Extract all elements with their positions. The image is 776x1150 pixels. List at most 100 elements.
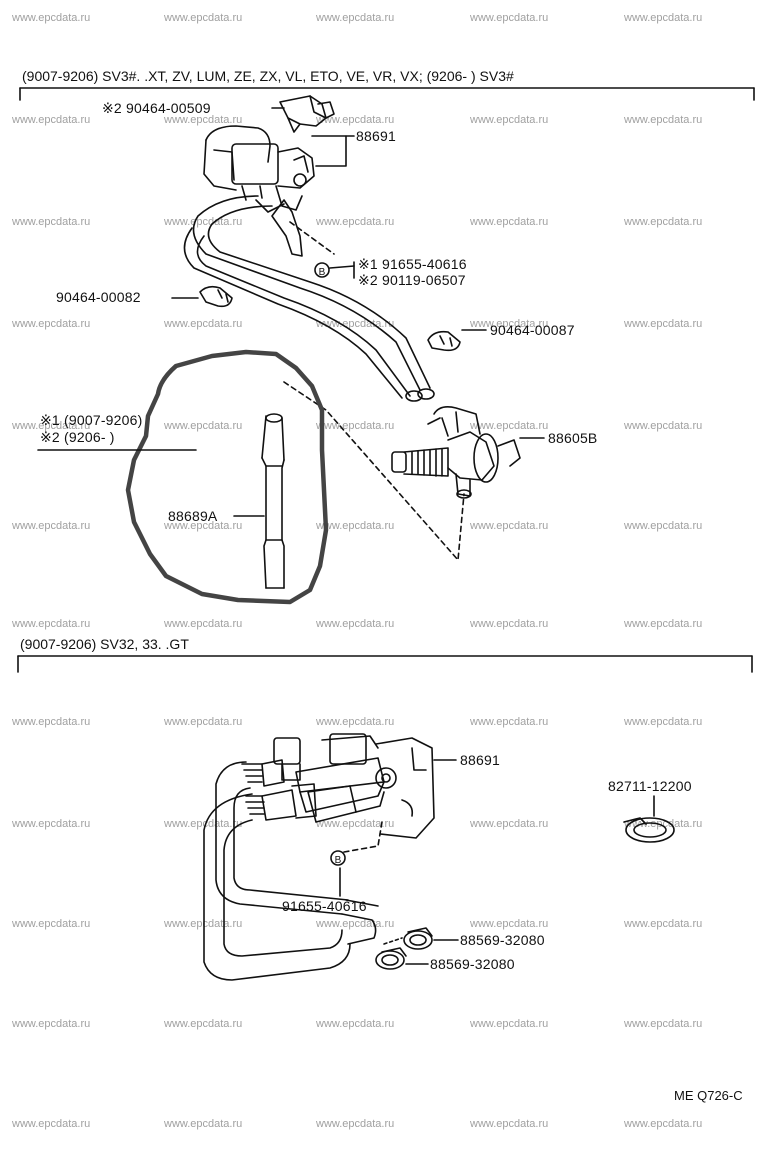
watermark: www.epcdata.ru bbox=[12, 1018, 91, 1030]
watermark: www.epcdata.ru bbox=[12, 520, 91, 532]
watermark: www.epcdata.ru bbox=[12, 12, 91, 24]
watermark: www.epcdata.ru bbox=[12, 1118, 91, 1130]
watermark: www.epcdata.ru bbox=[470, 618, 549, 630]
clip-right-icon bbox=[427, 330, 461, 352]
watermark: www.epcdata.ru bbox=[12, 818, 91, 830]
leader-bolt-lower-dashed bbox=[343, 821, 383, 853]
label-clamp-b: 88569-32080 bbox=[430, 956, 515, 972]
watermark: www.epcdata.ru bbox=[316, 12, 395, 24]
watermark: www.epcdata.ru bbox=[164, 618, 243, 630]
watermark: www.epcdata.ru bbox=[316, 618, 395, 630]
watermark: www.epcdata.ru bbox=[624, 318, 703, 330]
watermark: www.epcdata.ru bbox=[164, 1018, 243, 1030]
label-hose: 88689A bbox=[168, 508, 218, 524]
clip-upper-icon bbox=[279, 95, 335, 133]
watermark: www.epcdata.ru bbox=[316, 1018, 395, 1030]
label-bolt-lower: 91655-40616 bbox=[282, 898, 367, 914]
label-vsv-upper: 88691 bbox=[356, 128, 396, 144]
watermark: www.epcdata.ru bbox=[316, 818, 395, 830]
watermark: www.epcdata.ru bbox=[470, 1018, 549, 1030]
bolt-marker-upper: B bbox=[319, 267, 326, 278]
clamp-upper-icon bbox=[403, 927, 433, 950]
diagram-code: ME Q726-C bbox=[674, 1088, 743, 1103]
hose-88689a-icon bbox=[261, 413, 285, 589]
label-band: 82711-12200 bbox=[608, 778, 692, 794]
legend-note-2: ※2 (9206- ) bbox=[40, 429, 115, 445]
watermark: www.epcdata.ru bbox=[470, 216, 549, 228]
watermark: www.epcdata.ru bbox=[624, 618, 703, 630]
watermark: www.epcdata.ru bbox=[164, 520, 243, 532]
watermark: www.epcdata.ru bbox=[470, 716, 549, 728]
watermark: www.epcdata.ru bbox=[164, 716, 243, 728]
watermark: www.epcdata.ru bbox=[624, 520, 703, 532]
watermark: www.epcdata.ru bbox=[12, 918, 91, 930]
bolt-marker-lower: B bbox=[335, 855, 342, 866]
label-bolt-b: ※2 90119-06507 bbox=[358, 272, 466, 288]
bolt-marker-lower-circle bbox=[330, 850, 346, 866]
hose-lower-icon bbox=[203, 761, 379, 981]
valve-88605b-icon bbox=[391, 406, 521, 499]
legend-note-1: ※1 (9007-9206) bbox=[40, 412, 143, 428]
watermark: www.epcdata.ru bbox=[12, 716, 91, 728]
watermark: www.epcdata.ru bbox=[12, 420, 91, 432]
watermark: www.epcdata.ru bbox=[624, 1118, 703, 1130]
leader-bolt-upper-dashed bbox=[289, 221, 335, 255]
watermark: www.epcdata.ru bbox=[12, 114, 91, 126]
bolt-marker-upper-circle bbox=[314, 262, 330, 278]
leader-detail-dashed bbox=[283, 381, 465, 561]
watermark: www.epcdata.ru bbox=[624, 114, 703, 126]
watermark: www.epcdata.ru bbox=[316, 520, 395, 532]
label-clip-upper: ※2 90464-00509 bbox=[102, 100, 211, 116]
watermark: www.epcdata.ru bbox=[12, 318, 91, 330]
bottom-section-header: (9007-9206) SV32, 33. .GT bbox=[20, 636, 189, 652]
watermark: www.epcdata.ru bbox=[470, 12, 549, 24]
label-clamp-a: 88569-32080 bbox=[460, 932, 545, 948]
watermark: www.epcdata.ru bbox=[164, 818, 243, 830]
watermark: www.epcdata.ru bbox=[624, 918, 703, 930]
watermark: www.epcdata.ru bbox=[164, 12, 243, 24]
clamp-lower-icon bbox=[375, 947, 407, 970]
top-section-header: (9007-9206) SV3#. .XT, ZV, LUM, ZE, ZX, … bbox=[22, 68, 514, 84]
clip-left-icon bbox=[199, 285, 233, 308]
watermark: www.epcdata.ru bbox=[316, 1118, 395, 1130]
watermark: www.epcdata.ru bbox=[624, 716, 703, 728]
watermark: www.epcdata.ru bbox=[470, 818, 549, 830]
leader-bolt-upper bbox=[329, 265, 355, 269]
watermark: www.epcdata.ru bbox=[164, 318, 243, 330]
watermark: www.epcdata.ru bbox=[470, 918, 549, 930]
watermark: www.epcdata.ru bbox=[164, 216, 243, 228]
leader-vsv-upper bbox=[311, 135, 347, 167]
vsv-upper-icon bbox=[203, 125, 315, 211]
label-bolt-a: ※1 91655-40616 bbox=[358, 256, 467, 272]
watermark: www.epcdata.ru bbox=[316, 716, 395, 728]
watermark: www.epcdata.ru bbox=[470, 114, 549, 126]
watermark: www.epcdata.ru bbox=[316, 114, 395, 126]
watermark: www.epcdata.ru bbox=[624, 216, 703, 228]
watermark: www.epcdata.ru bbox=[624, 12, 703, 24]
watermark: www.epcdata.ru bbox=[12, 216, 91, 228]
top-section-bracket bbox=[19, 87, 755, 101]
watermark: www.epcdata.ru bbox=[164, 1118, 243, 1130]
vsv-bracket-plate bbox=[271, 199, 303, 257]
watermark: www.epcdata.ru bbox=[164, 420, 243, 432]
watermark: www.epcdata.ru bbox=[470, 420, 549, 432]
bottom-section-bracket bbox=[17, 655, 753, 673]
label-clip-right: 90464-00087 bbox=[490, 322, 575, 338]
watermark: www.epcdata.ru bbox=[12, 618, 91, 630]
hose-pair-icon bbox=[183, 195, 435, 402]
detail-outline bbox=[125, 349, 329, 605]
label-valve: 88605B bbox=[548, 430, 598, 446]
watermark: www.epcdata.ru bbox=[470, 1118, 549, 1130]
watermark: www.epcdata.ru bbox=[470, 520, 549, 532]
watermark: www.epcdata.ru bbox=[624, 420, 703, 432]
watermark: www.epcdata.ru bbox=[470, 318, 549, 330]
band-icon bbox=[623, 817, 675, 843]
vsv-lower-icon bbox=[261, 733, 435, 839]
watermark: www.epcdata.ru bbox=[164, 918, 243, 930]
watermark: www.epcdata.ru bbox=[164, 114, 243, 126]
watermark: www.epcdata.ru bbox=[624, 1018, 703, 1030]
label-vsv-lower: 88691 bbox=[460, 752, 500, 768]
watermark: www.epcdata.ru bbox=[316, 216, 395, 228]
